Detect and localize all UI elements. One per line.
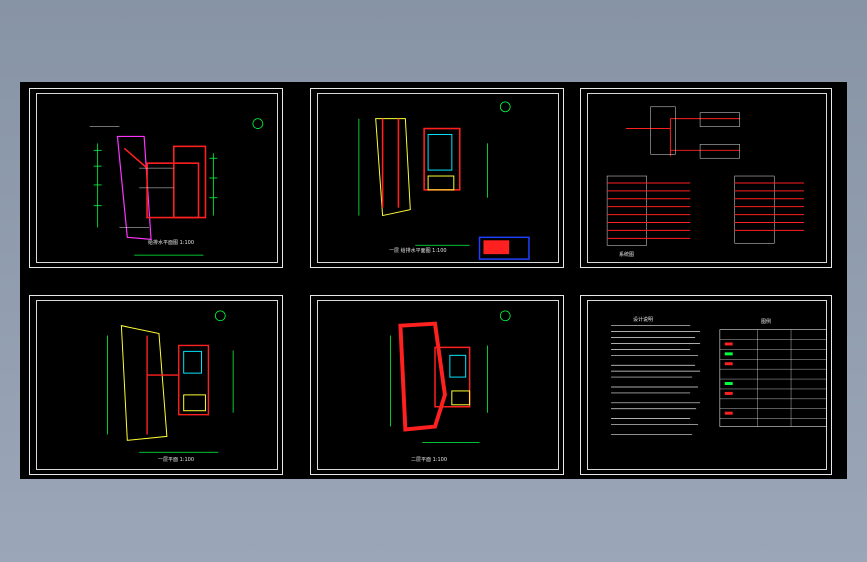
sheet-caption: 给排水平面图 1:100 [148, 240, 194, 246]
drawing-sheet-6[interactable]: 设计说明 图例 [580, 295, 832, 475]
sheet-border [36, 93, 278, 263]
sheet-caption: 系统图 [619, 252, 635, 258]
legend-title: 图例 [761, 319, 772, 325]
plan-drawing [89, 118, 264, 256]
sheet-border [317, 300, 559, 470]
drawing-sheet-1[interactable]: 给排水平面图 1:100 [29, 88, 283, 268]
sheet-caption: 一层 给排水平面图 1:100 [389, 248, 447, 254]
drawing-sheet-5[interactable]: 二层平面 1:100 [310, 295, 564, 475]
drawing-sheet-2[interactable]: 一层 给排水平面图 1:100 [310, 88, 564, 268]
plan-drawing [390, 310, 511, 443]
notes-and-legend [611, 325, 827, 435]
sheet-caption: 一层平面 1:100 [158, 457, 194, 463]
sheet-border [317, 93, 559, 263]
drawing-sheet-4[interactable]: 一层平面 1:100 [29, 295, 283, 475]
system-diagram [606, 106, 804, 246]
drawing-sheet-3[interactable]: 系统图 [580, 88, 832, 268]
notes-title: 设计说明 [633, 317, 654, 323]
sheet-border [587, 93, 827, 263]
sheet-border [36, 300, 278, 470]
model-space[interactable]: 给排水平面图 1:100 [20, 82, 847, 479]
sheet-caption: 二层平面 1:100 [411, 457, 447, 463]
plan-drawing [107, 310, 234, 453]
plan-drawing [358, 101, 530, 260]
